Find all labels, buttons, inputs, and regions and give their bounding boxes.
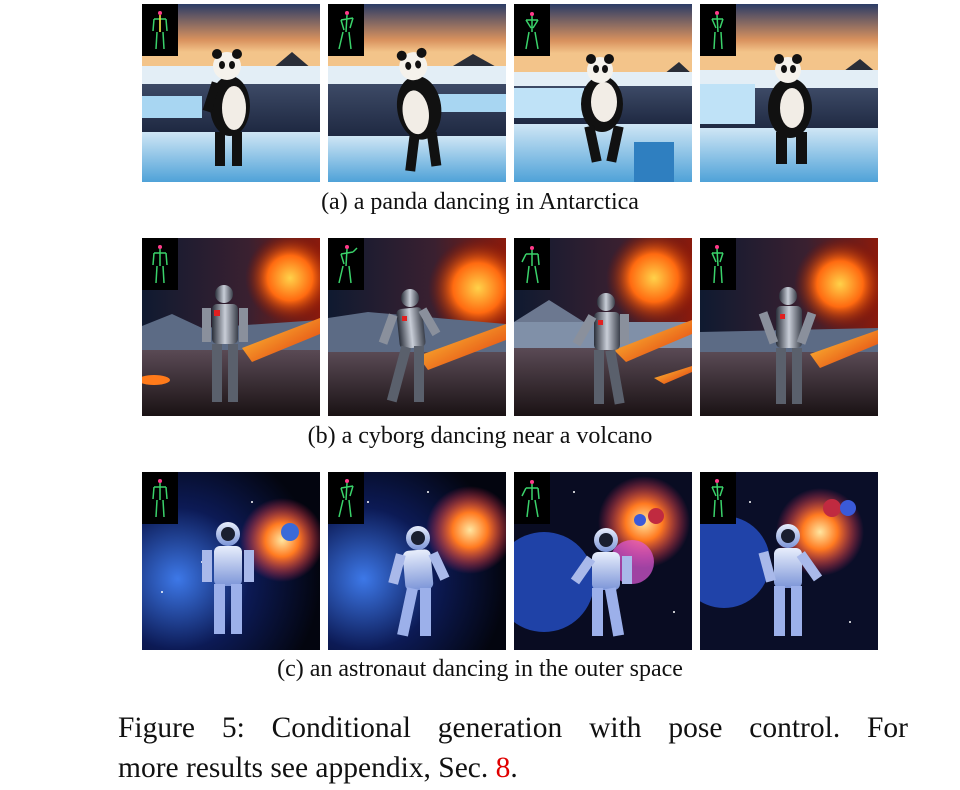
astronaut-frame-3 [514, 472, 692, 650]
astronaut-figure [570, 528, 632, 637]
pose-skeleton-thumbnail [514, 472, 550, 524]
figure-caption-period: . [510, 752, 518, 784]
section-reference-link[interactable]: 8 [495, 752, 511, 784]
cyborg-figure [572, 293, 629, 405]
pose-skeleton-thumbnail [142, 238, 178, 290]
pose-skeleton-thumbnail [142, 4, 178, 56]
outer-space-scene-image [328, 472, 506, 650]
cyborg-figure [202, 285, 248, 402]
astronaut-figure [388, 526, 450, 637]
pose-skeleton-thumbnail [328, 4, 364, 56]
figure-caption-text: more results see appendix, Sec. [118, 752, 496, 784]
panel-c-frames [142, 472, 878, 650]
figure-caption: Figure 5: Conditional generation with po… [118, 708, 908, 788]
cyborg-frame-4 [700, 238, 878, 416]
pose-skeleton-thumbnail [514, 238, 550, 290]
pose-skeleton-thumbnail [514, 4, 550, 56]
cyborg-frame-1 [142, 238, 320, 416]
pose-skeleton-thumbnail [142, 472, 178, 524]
panda-frame-4 [700, 4, 878, 182]
antarctica-scene-image [142, 4, 320, 182]
panel-b-caption: (b) a cyborg dancing near a volcano [307, 423, 653, 449]
pose-skeleton-thumbnail [700, 472, 736, 524]
panel-c-caption: (c) an astronaut dancing in the outer sp… [277, 656, 683, 682]
astronaut-frame-1 [142, 472, 320, 650]
pose-skeleton-thumbnail [328, 472, 364, 524]
cyborg-figure [758, 287, 817, 404]
panda-frame-3 [514, 4, 692, 182]
astronaut-figure [758, 524, 823, 636]
panda-frame-2 [328, 4, 506, 182]
panel-b-frames [142, 238, 878, 416]
astronaut-frame-4 [700, 472, 878, 650]
panel-a-frames [142, 4, 878, 182]
astronaut-figure [202, 522, 254, 634]
antarctica-scene-image [700, 4, 878, 182]
cyborg-frame-2 [328, 238, 506, 416]
figure-caption-line-2: more results see appendix, Sec. 8. [118, 748, 908, 788]
astronaut-frame-2 [328, 472, 506, 650]
pose-skeleton-thumbnail [328, 238, 364, 290]
pose-skeleton-thumbnail [700, 238, 736, 290]
pose-skeleton-thumbnail [700, 4, 736, 56]
figure-caption-line-1: Figure 5: Conditional generation with po… [118, 712, 908, 744]
panel-a-caption: (a) a panda dancing in Antarctica [321, 189, 639, 215]
panda-figure [396, 47, 442, 172]
volcano-scene-image [700, 238, 878, 416]
panda-frame-1 [142, 4, 320, 182]
volcano-scene-image [328, 238, 506, 416]
panda-figure [202, 49, 250, 166]
cyborg-frame-3 [514, 238, 692, 416]
panda-figure [768, 54, 812, 164]
panda-figure [581, 54, 624, 163]
cyborg-figure [378, 289, 441, 403]
